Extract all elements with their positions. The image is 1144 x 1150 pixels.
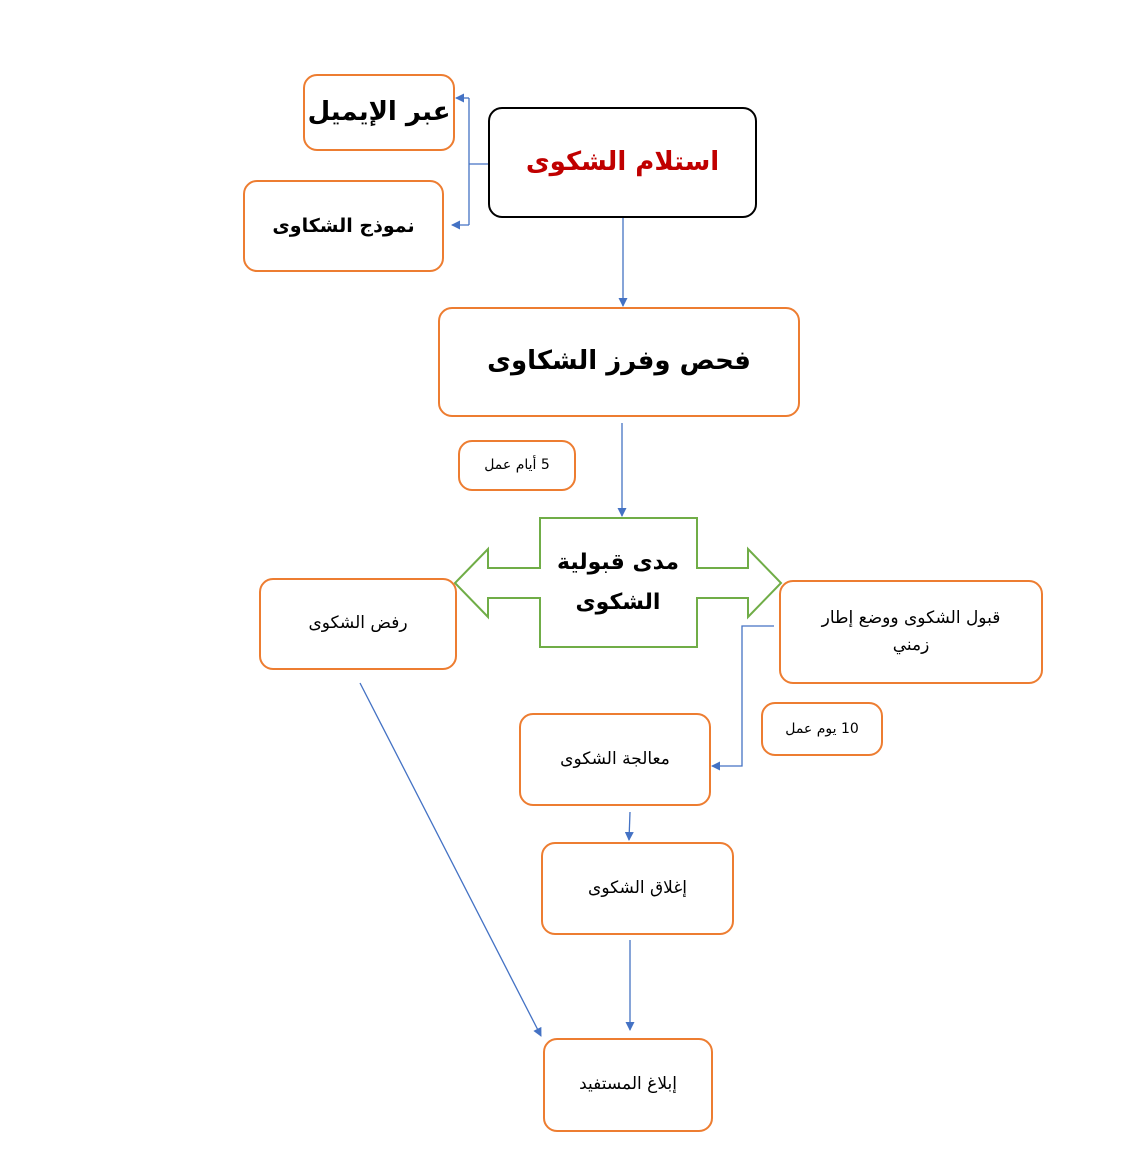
complaint-form-box: نموذج الشكاوى <box>243 180 444 272</box>
arrow-reject-to-notify <box>359 682 542 1037</box>
notify-beneficiary-box: إبلاغ المستفيد <box>543 1038 713 1132</box>
process-complaint-box: معالجة الشكوى <box>519 713 711 806</box>
five-work-days-box: 5 أيام عمل <box>458 440 576 491</box>
decision-label: مدى قبولية الشكوى <box>557 550 679 615</box>
arrow-accept-to-process <box>711 625 774 771</box>
close-complaint-box: إغلاق الشكوى <box>541 842 734 935</box>
ten-work-days-box: 10 يوم عمل <box>761 702 883 756</box>
receive-complaint-box: استلام الشكوى <box>488 107 757 218</box>
reject-complaint-box: رفض الشكوى <box>259 578 457 670</box>
via-email-box: عبر الإيميل <box>303 74 455 151</box>
bracket-connector <box>468 98 490 225</box>
accept-complaint-box: قبول الشكوى ووضع إطار زمني <box>779 580 1043 684</box>
decision-double-arrow <box>453 517 783 648</box>
check-and-sort-box: فحص وفرز الشكاوى <box>438 307 800 417</box>
arrow-process-to-close <box>624 811 634 841</box>
